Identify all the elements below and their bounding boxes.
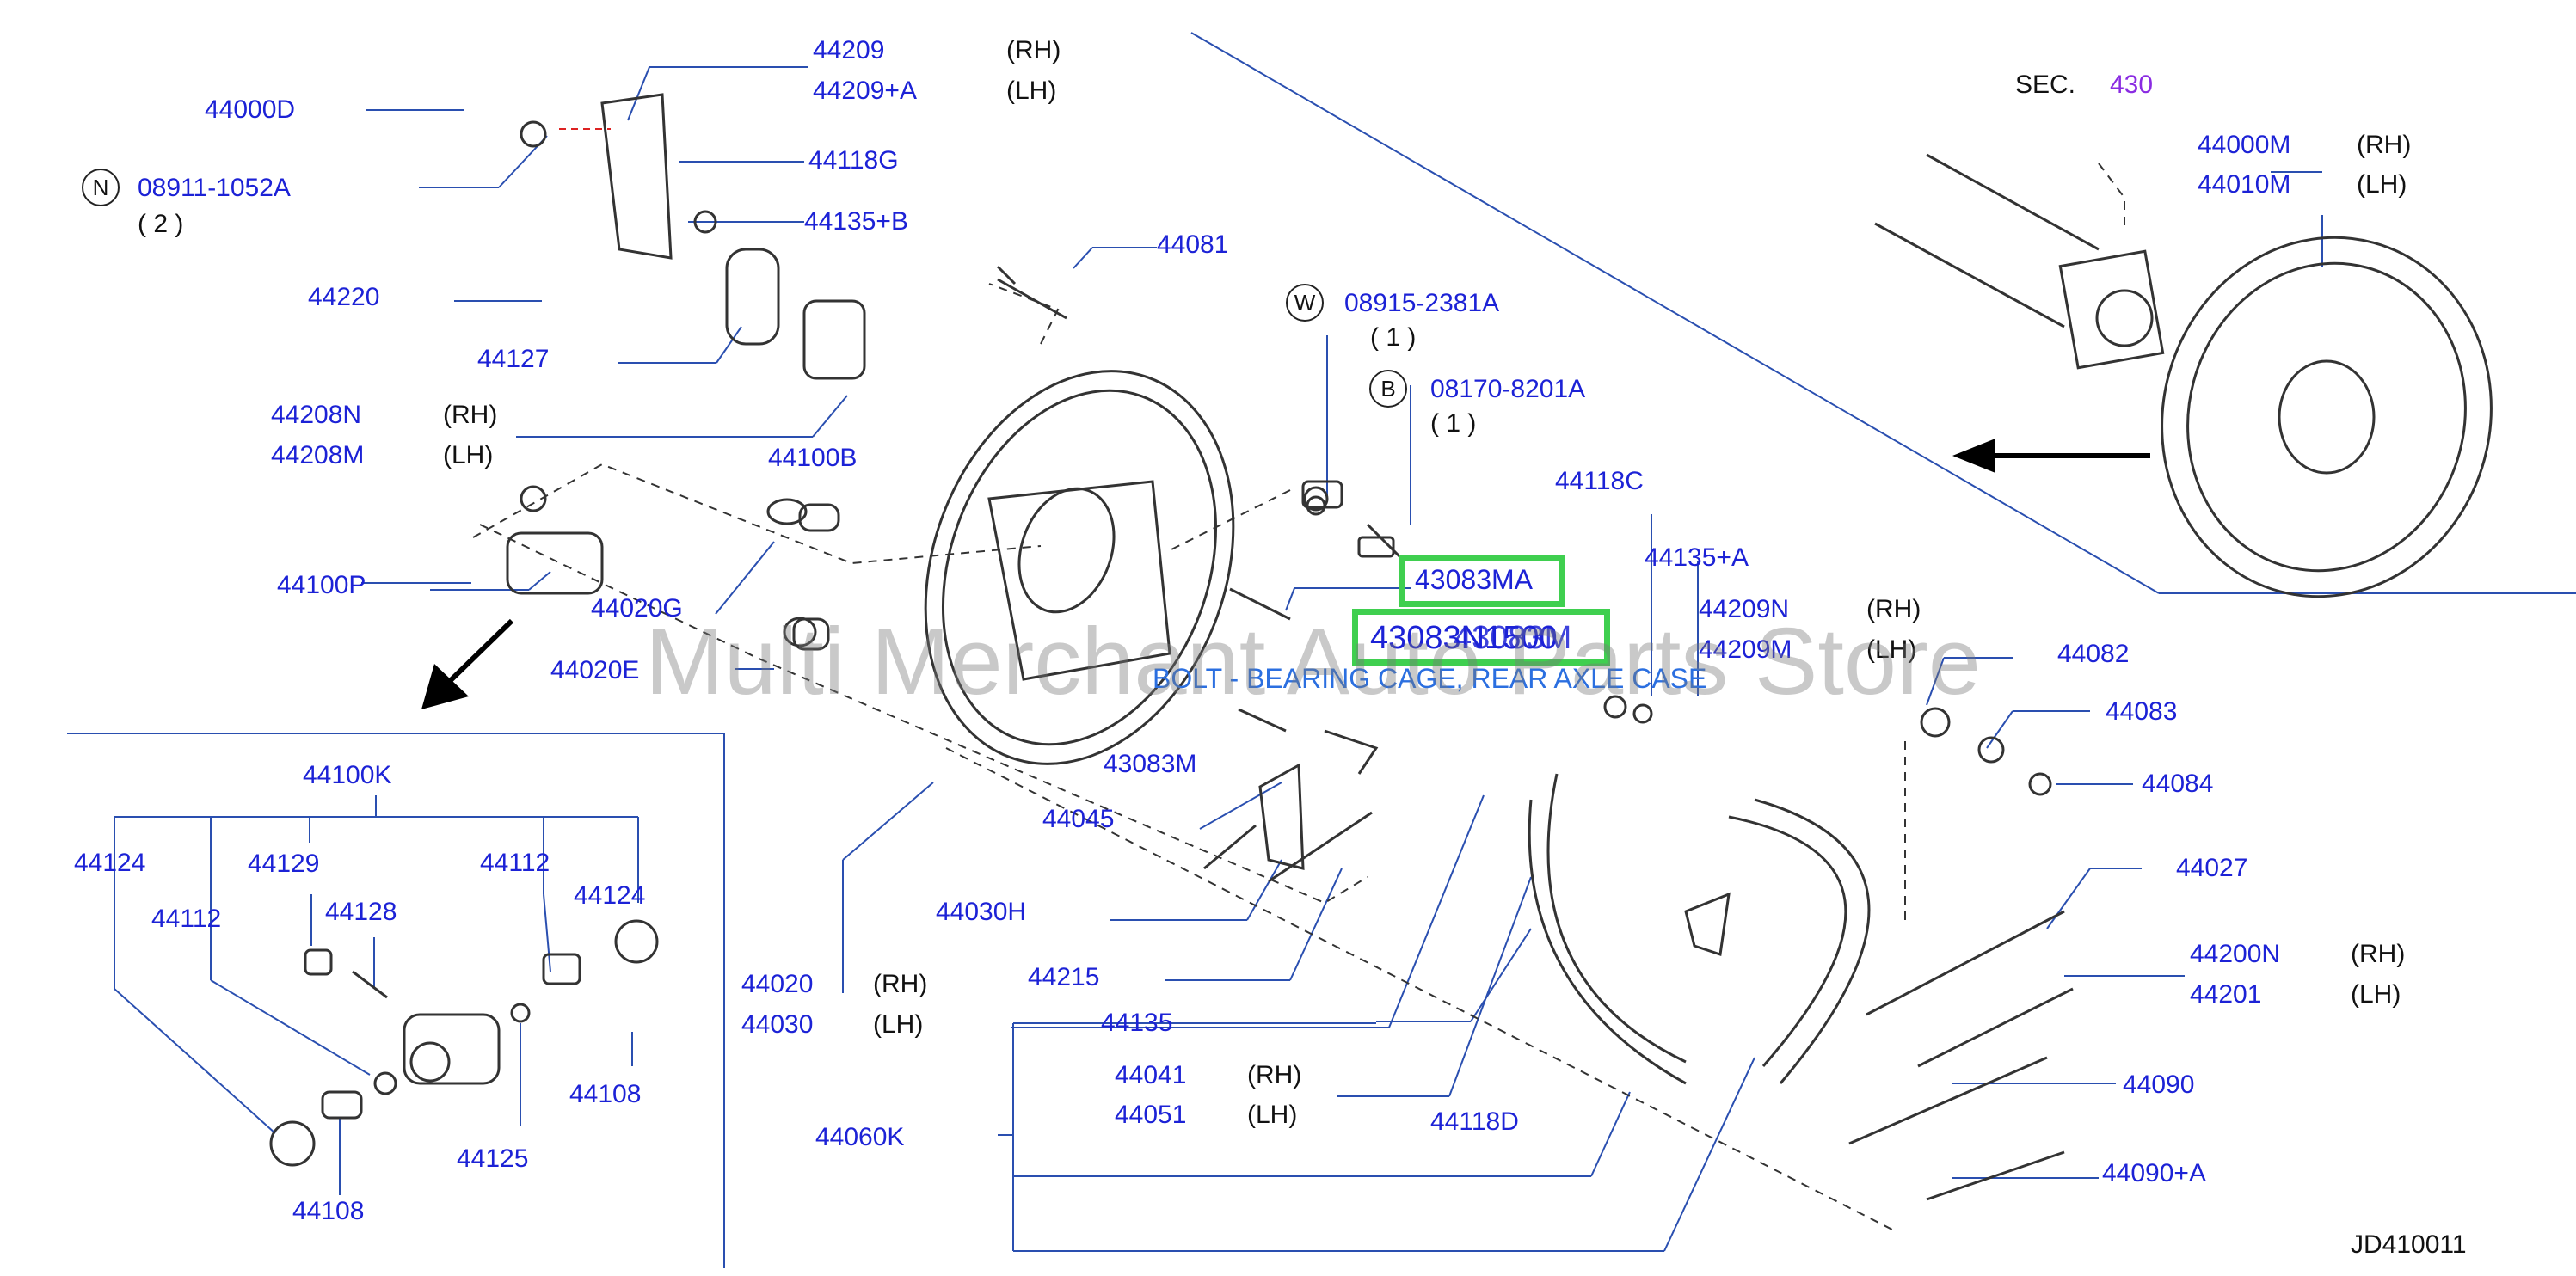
part-44208n[interactable]: 44208N	[271, 401, 362, 429]
part-44108-right[interactable]: 44108	[569, 1080, 642, 1108]
part-44125[interactable]: 44125	[457, 1144, 529, 1173]
part-44127[interactable]: 44127	[477, 345, 550, 373]
part-44030[interactable]: 44030	[741, 1010, 814, 1039]
part-44135[interactable]: 44135	[1101, 1009, 1173, 1037]
part-44209n[interactable]: 44209N	[1699, 595, 1790, 623]
backing-plate	[924, 370, 1235, 765]
badge-w: W	[1286, 284, 1324, 322]
part-44030h[interactable]: 44030H	[936, 898, 1027, 926]
side-rh-44020: (RH)	[873, 970, 928, 998]
part-44084[interactable]: 44084	[2142, 770, 2214, 798]
side-rh-44000m: (RH)	[2357, 131, 2412, 159]
part-44209m[interactable]: 44209M	[1699, 635, 1792, 664]
part-08911[interactable]: 08911-1052A	[138, 174, 291, 202]
part-44129[interactable]: 44129	[248, 850, 320, 878]
part-44000m[interactable]: 44000M	[2198, 131, 2291, 159]
separator-line	[1190, 32, 2160, 594]
part-44135a[interactable]: 44135+A	[1645, 543, 1749, 572]
side-lh-44209m: (LH)	[1866, 635, 1917, 664]
part-44118g[interactable]: 44118G	[808, 146, 899, 175]
part-44215[interactable]: 44215	[1028, 963, 1100, 991]
part-43083m[interactable]: 43083M	[1104, 750, 1197, 778]
highlight-box-primary[interactable]	[1399, 555, 1565, 607]
part-44209[interactable]: 44209	[813, 36, 885, 64]
part-44082[interactable]: 44082	[2057, 640, 2130, 668]
lever-part	[600, 93, 673, 260]
part-44200n[interactable]: 44200N	[2190, 940, 2281, 968]
diagram-code: JD410011	[2351, 1230, 2467, 1259]
badge-b: B	[1369, 370, 1407, 408]
part-44124-right[interactable]: 44124	[574, 881, 646, 910]
side-lh-44010m: (LH)	[2357, 170, 2407, 199]
side-lh-44208m: (LH)	[443, 441, 494, 469]
side-lh-44209a: (LH)	[1006, 77, 1057, 105]
part-44135b[interactable]: 44135+B	[804, 207, 908, 236]
part-44020g[interactable]: 44020G	[591, 594, 683, 623]
side-rh-44209: (RH)	[1006, 36, 1061, 64]
boot-part	[725, 248, 780, 346]
highlight-primary-label[interactable]: 43083MA	[1415, 564, 1533, 595]
tooltip-description: BOLT - BEARING CAGE, REAR AXLE CASE	[1153, 663, 1707, 694]
side-rh-44209n: (RH)	[1866, 595, 1921, 623]
part-08915[interactable]: 08915-2381A	[1344, 289, 1500, 317]
cylinder-part	[802, 299, 866, 380]
part-44051[interactable]: 44051	[1115, 1101, 1187, 1129]
part-44108-left[interactable]: 44108	[292, 1197, 365, 1225]
part-44100p[interactable]: 44100P	[277, 571, 366, 599]
section-prefix: SEC.	[2015, 71, 2076, 99]
part-44100b[interactable]: 44100B	[768, 444, 858, 472]
brake-assembly-thumbnail	[1874, 153, 2493, 598]
highlight-overlay-label[interactable]: 43083N1500	[1370, 620, 1558, 656]
inset-arrow	[421, 618, 514, 709]
part-44220[interactable]: 44220	[308, 283, 380, 311]
part-44045[interactable]: 44045	[1042, 805, 1115, 833]
part-44090[interactable]: 44090	[2123, 1070, 2195, 1099]
highlight-overlay-extra: 43083M	[1454, 620, 1572, 656]
side-rh-44041: (RH)	[1247, 1061, 1302, 1089]
part-44201[interactable]: 44201	[2190, 980, 2262, 1009]
part-44112-right[interactable]: 44112	[480, 849, 550, 877]
side-rh-44208n: (RH)	[443, 401, 498, 429]
part-44020[interactable]: 44020	[741, 970, 814, 998]
qty-08915: ( 1 )	[1370, 323, 1417, 352]
section-number[interactable]: 430	[2110, 71, 2154, 99]
highlight-box-secondary[interactable]	[1352, 609, 1610, 666]
part-44000d[interactable]: 44000D	[205, 95, 296, 124]
badge-n: N	[82, 169, 120, 206]
direction-arrow	[1952, 439, 2150, 473]
side-lh-44051: (LH)	[1247, 1101, 1298, 1129]
side-rh-44200n: (RH)	[2351, 940, 2406, 968]
part-44060k[interactable]: 44060K	[815, 1123, 905, 1151]
qty-08170: ( 1 )	[1430, 409, 1477, 438]
part-44118d[interactable]: 44118D	[1430, 1107, 1519, 1136]
part-44090a[interactable]: 44090+A	[2102, 1159, 2206, 1187]
part-44209a[interactable]: 44209+A	[813, 77, 917, 105]
part-44027[interactable]: 44027	[2176, 854, 2248, 882]
part-44083[interactable]: 44083	[2106, 697, 2178, 726]
part-44124-left[interactable]: 44124	[74, 849, 146, 877]
part-44112-left[interactable]: 44112	[151, 905, 222, 933]
part-44041[interactable]: 44041	[1115, 1061, 1187, 1089]
part-44128[interactable]: 44128	[325, 898, 397, 926]
wheel-cylinder-part	[506, 531, 604, 595]
part-44118c[interactable]: 44118C	[1555, 467, 1644, 495]
part-08170[interactable]: 08170-8201A	[1430, 375, 1586, 403]
part-44208m[interactable]: 44208M	[271, 441, 365, 469]
part-44020e[interactable]: 44020E	[550, 656, 640, 684]
qty-08911: ( 2 )	[138, 210, 184, 238]
part-44010m[interactable]: 44010M	[2198, 170, 2291, 199]
side-lh-44201: (LH)	[2351, 980, 2401, 1009]
part-44081[interactable]: 44081	[1157, 230, 1229, 259]
part-44100k[interactable]: 44100K	[303, 761, 392, 789]
side-lh-44030: (LH)	[873, 1010, 924, 1039]
